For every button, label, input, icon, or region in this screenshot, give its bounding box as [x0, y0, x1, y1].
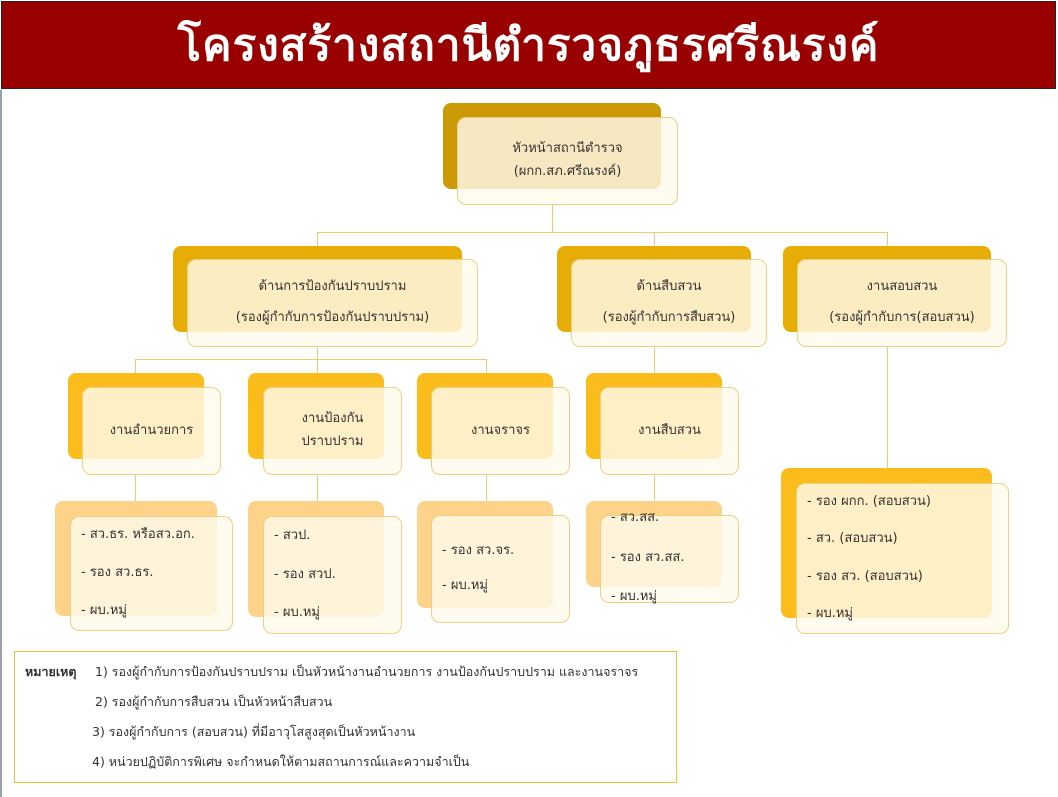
connector-line	[486, 474, 487, 501]
notes-label: หมายเหตุ	[25, 664, 77, 679]
connector-line	[317, 347, 318, 359]
connector-line	[552, 205, 553, 232]
node-subtitle: (รองผู้กำกับการสืบสวน)	[602, 310, 736, 325]
connector-line	[135, 359, 136, 373]
staff-item: - สว.สส.	[611, 510, 660, 525]
connector-line	[486, 359, 487, 373]
node-title: งานสอบสวน	[866, 279, 938, 295]
node-subtitle: (ผกก.สภ.ศรีณรงค์)	[513, 164, 622, 179]
node-title: ด้านการป้องกันปราบปราม	[258, 279, 407, 295]
note-item: 4) หน่วยปฏิบัติการพิเศษ จะกำหนดให้ตามสถา…	[92, 754, 470, 769]
node-subtitle: (รองผู้กำกับการป้องกันปราบปราม)	[235, 310, 430, 325]
staff-item: - ผบ.หมู่	[807, 605, 853, 621]
connector-line	[317, 474, 318, 501]
staff-item: - ผบ.หมู่	[81, 602, 127, 618]
staff-item: - สวป.	[274, 527, 311, 543]
note-item: 1) รองผู้กำกับการป้องกันปราบปราม เป็นหัว…	[95, 664, 639, 679]
staff-item: - สว.ธร. หรือสว.อก.	[81, 527, 195, 543]
connector-line	[135, 359, 486, 360]
staff-item: - รอง สวป.	[274, 566, 336, 582]
connector-line	[654, 474, 655, 501]
staff-item: - ผบ.หมู่	[611, 589, 657, 605]
node-title: หัวหน้าสถานีตำรวจ	[512, 141, 623, 157]
page-left-border	[0, 90, 2, 797]
node-title: งานจราจร	[470, 422, 531, 438]
staff-item: - รอง สว.สส.	[611, 549, 685, 565]
page-title: โครงสร้างสถานีตำรวจภูธรศรีณรงค์	[177, 20, 880, 71]
staff-item: - ผบ.หมู่	[442, 578, 488, 593]
staff-item: - รอง สว. (สอบสวน)	[807, 568, 923, 584]
connector-line	[654, 347, 655, 373]
staff-item: - รอง สว.ธร.	[81, 565, 154, 581]
note-item: 2) รองผู้กำกับการสืบสวน เป็นหัวหน้าสืบสว…	[95, 694, 333, 709]
note-item: 3) รองผู้กำกับการ (สอบสวน) ที่มีอาวุโสสู…	[92, 724, 416, 739]
title-banner: โครงสร้างสถานีตำรวจภูธรศรีณรงค์	[1, 1, 1056, 89]
node-title: งานสืบสวน	[638, 422, 701, 438]
staff-item: - สว. (สอบสวน)	[807, 531, 898, 547]
node-title: งานอำนวยการ	[109, 422, 194, 438]
node-title: ด้านสืบสวน	[636, 279, 702, 295]
node-subtitle: (รองผู้กำกับการ(สอบสวน)	[829, 310, 975, 325]
notes-box: หมายเหตุ 1) รองผู้กำกับการป้องกันปราบปรา…	[14, 651, 677, 783]
node-title-line2: ปราบปราม	[301, 434, 364, 449]
connector-line	[317, 359, 318, 373]
staff-item: - รอง ผกก. (สอบสวน)	[807, 494, 931, 510]
staff-item: - รอง สว.จร.	[442, 543, 515, 559]
connector-line	[317, 232, 888, 233]
connector-line	[135, 474, 136, 501]
node-title: งานป้องกัน	[301, 411, 364, 427]
connector-line	[887, 347, 888, 469]
staff-item: - ผบ.หมู่	[274, 605, 320, 621]
